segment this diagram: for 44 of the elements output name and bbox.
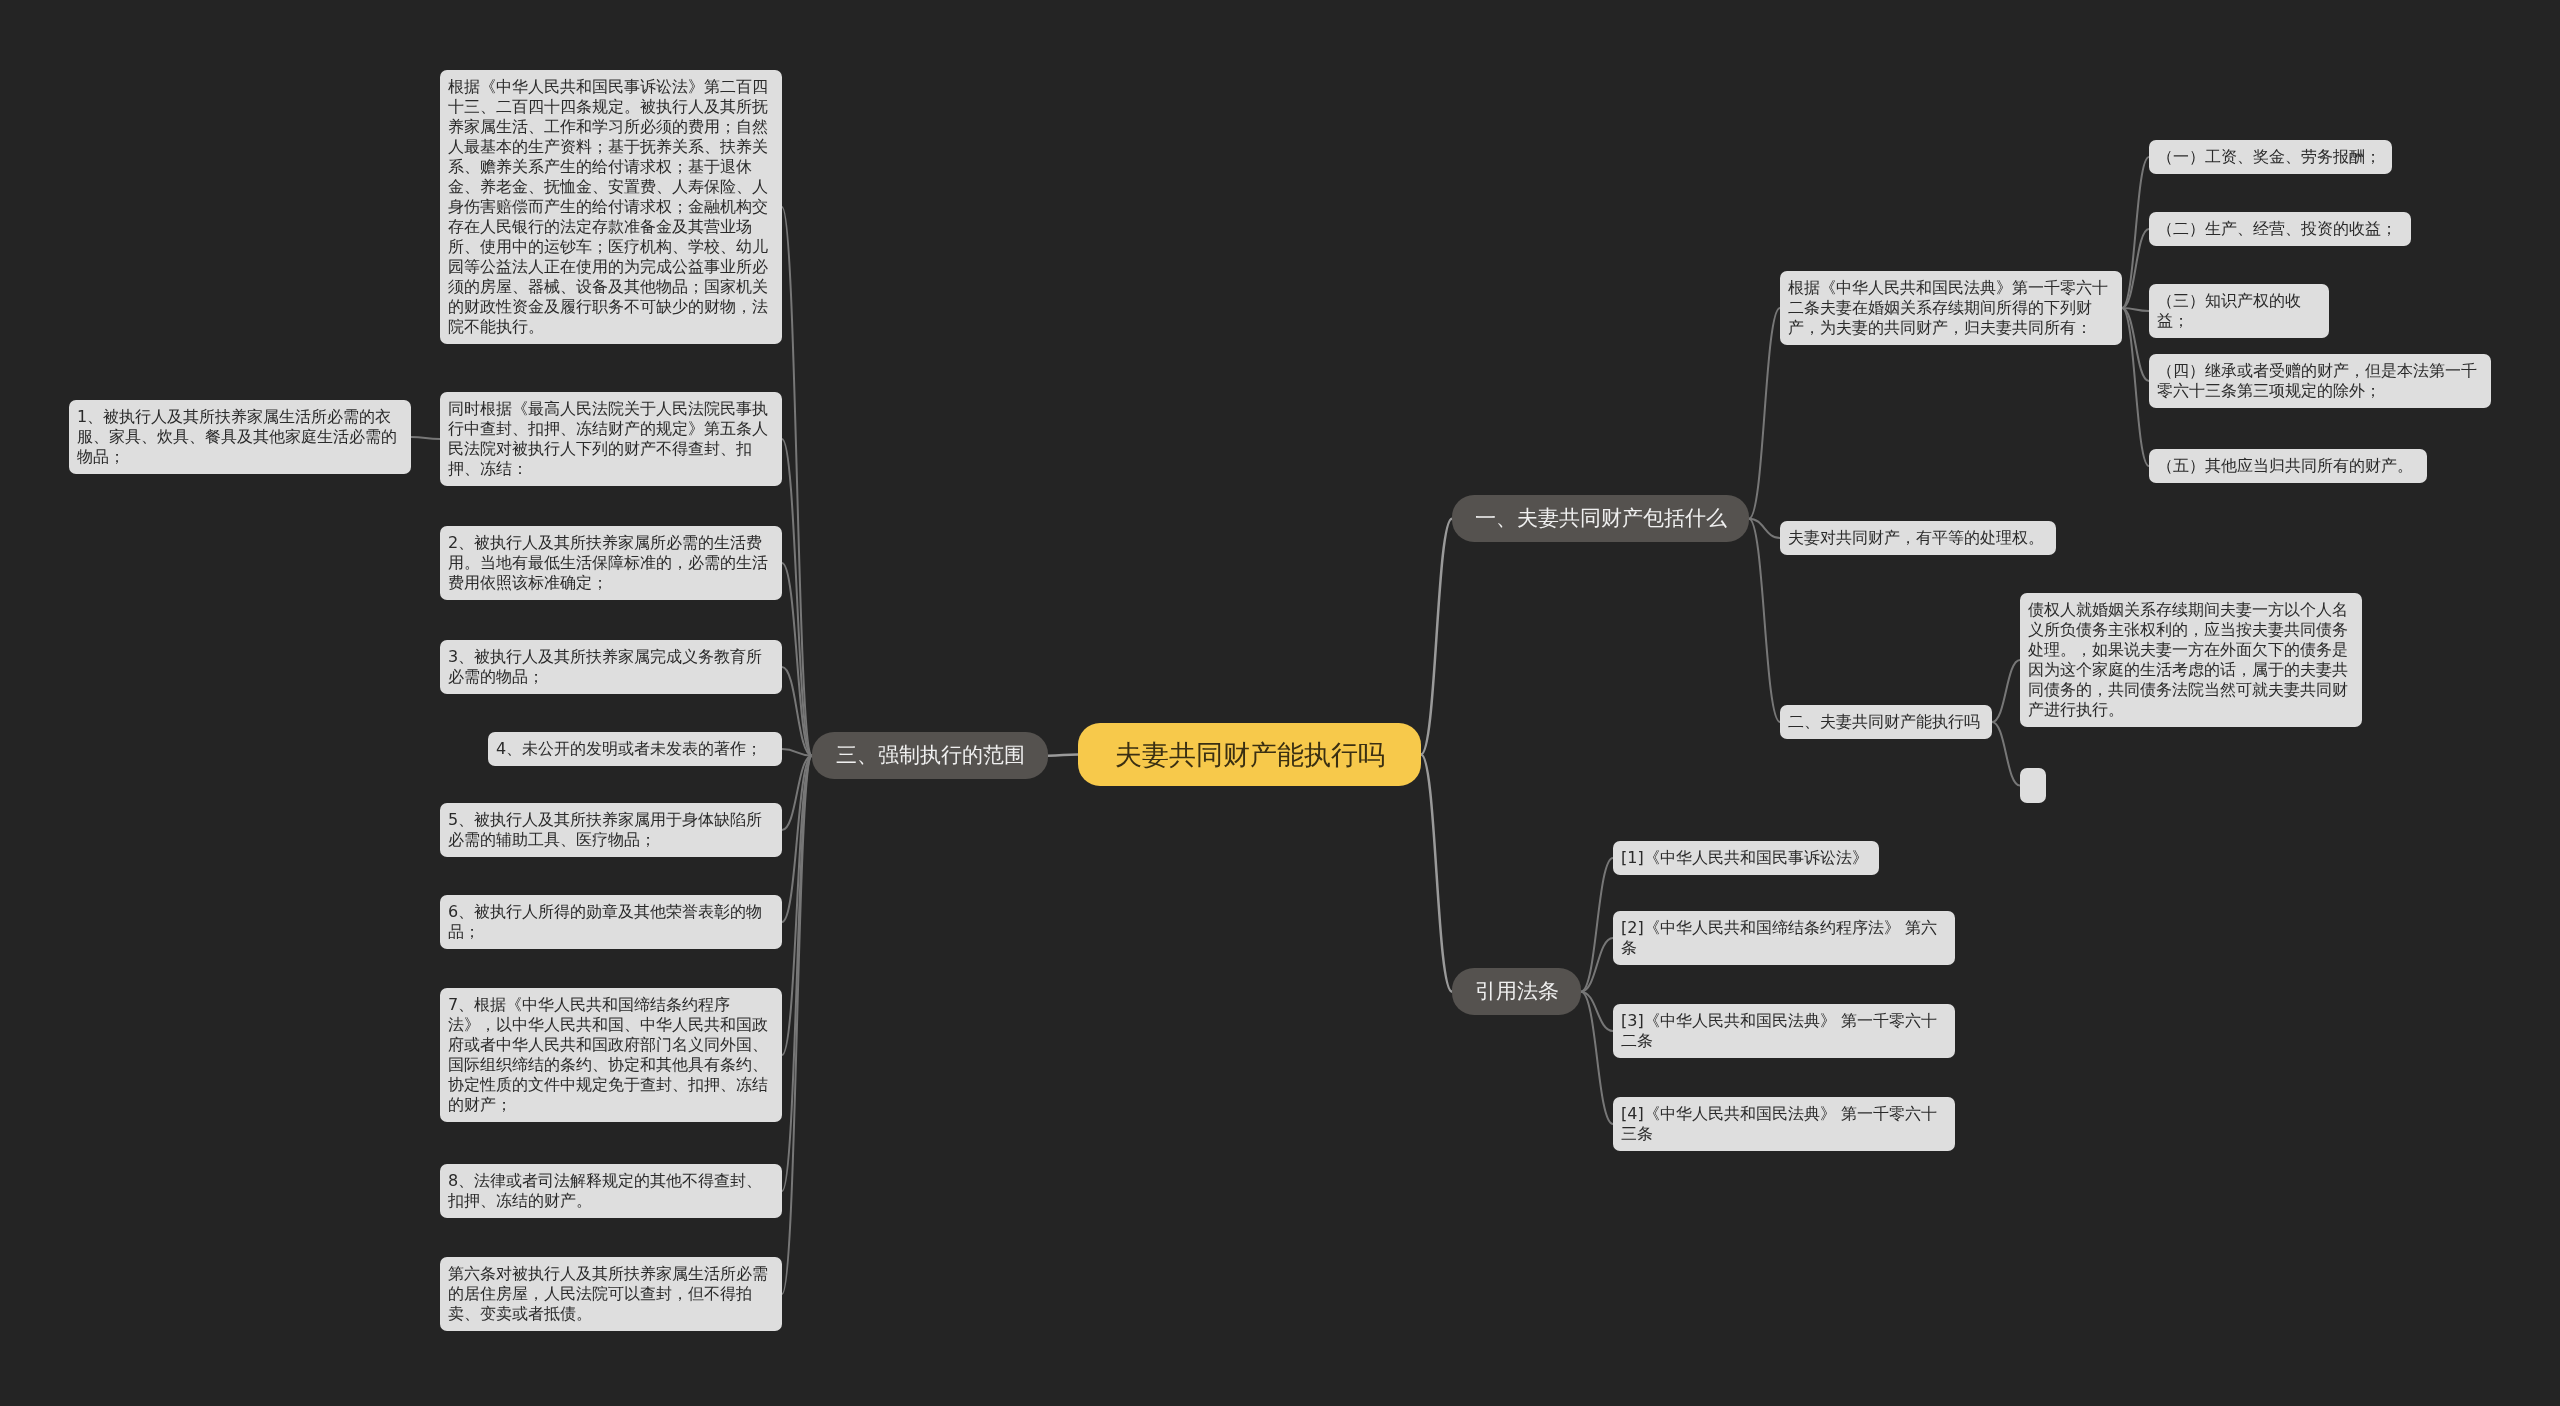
connector-line (1748, 517, 1781, 539)
text-card: 6、被执行人所得的勋章及其他荣誉表彰的物品； (440, 895, 782, 949)
text-card: （一）工资、奖金、劳务报酬； (2149, 140, 2392, 174)
text-card: 根据《中华人民共和国民事诉讼法》第二百四十三、二百四十四条规定。被执行人及其所抚养家属生活、工作和学习所必须的费用；自然人最基本的生产资料；基于抚养关系、扶养关系、赡养关系产生的给付请求权；基于退休金、养老金、抚恤金、安置费、人寿保险、人身伤害赔偿而产生的给付请求权；金融机构交存在人民银行的法定存款准备金及其营业场所、使用中的运钞车；医疗机构、学校、幼儿园等公益法人正在使用的为完成公益事业所必须的房屋、器械、设备及其他物品；国家机关的财政性资金及履行职务不可缺少的财物，法院不能执行。 (440, 70, 782, 344)
connector-line (1420, 753, 1453, 993)
text-card: 同时根据《最高人民法院关于人民法院民事执行中查封、扣押、冻结财产的规定》第五条人民法院对被执行人下列的财产不得查封、扣押、冻结： (440, 392, 782, 486)
central-topic: 夫妻共同财产能执行吗 (1078, 723, 1421, 787)
connector-line (2121, 228, 2150, 309)
text-card: 1、被执行人及其所扶养家属生活所必需的衣服、家具、炊具、餐具及其他家庭生活必需的物品； (69, 400, 411, 474)
connector-line (2121, 307, 2150, 382)
branch-topic: 三、强制执行的范围 (812, 732, 1048, 780)
connector-line (1748, 517, 1781, 723)
connector-line (1048, 753, 1078, 757)
text-card: 3、被执行人及其所扶养家属完成义务教育所必需的物品； (440, 640, 782, 694)
text-card: 债权人就婚姻关系存续期间夫妻一方以个人名义所负债务主张权利的，应当按夫妻共同债务处理。，如果说夫妻一方在外面欠下的债务是因为这个家庭的生活考虑的话，属于的夫妻共同债务的，共同债务法院当然可就夫妻共同财产进行执行。 (2020, 593, 2362, 727)
text-card: （四）继承或者受赠的财产，但是本法第一千零六十三条第三项规定的除外； (2149, 354, 2491, 408)
branch-topic: 一、夫妻共同财产包括什么 (1452, 495, 1749, 543)
text-card: （五）其他应当归共同所有的财产。 (2149, 449, 2427, 483)
text-card: 2、被执行人及其所扶养家属所必需的生活费用。当地有最低生活保障标准的，必需的生活费用依照该标准确定； (440, 526, 782, 600)
text-card: 8、法律或者司法解释规定的其他不得查封、扣押、冻结的财产。 (440, 1164, 782, 1218)
connector-line (2121, 307, 2150, 467)
connector-line (1991, 659, 2021, 723)
connector-line (1991, 721, 2021, 787)
text-card: 二、夫妻共同财产能执行吗 (1780, 705, 1992, 739)
text-card: （二）生产、经营、投资的收益； (2149, 212, 2411, 246)
text-card: 夫妻对共同财产，有平等的处理权。 (1780, 521, 2056, 555)
connector-line (1748, 307, 1781, 520)
empty-box (2020, 768, 2046, 803)
connector-line (410, 436, 441, 440)
connector-line (1420, 517, 1453, 756)
text-card: （三）知识产权的收益； (2149, 284, 2329, 338)
branch-topic: 引用法条 (1452, 968, 1581, 1016)
text-card: 7、根据《中华人民共和国缔结条约程序法》，以中华人民共和国、中华人民共和国政府或者中华人民共和国政府部门名义同外国、国际组织缔结的条约、协定和其他具有条约、协定性质的文件中规定免于查封、扣押、冻结的财产； (440, 988, 782, 1122)
connector-line (1580, 990, 1614, 1125)
text-card: 4、未公开的发明或者未发表的著作； (488, 732, 782, 766)
text-card: [3]《中华人民共和国民法典》 第一千零六十二条 (1613, 1004, 1955, 1058)
text-card: 5、被执行人及其所扶养家属用于身体缺陷所必需的辅助工具、医疗物品； (440, 803, 782, 857)
text-card: 根据《中华人民共和国民法典》第一千零六十二条夫妻在婚姻关系存续期间所得的下列财产，为夫妻的共同财产，归夫妻共同所有： (1780, 271, 2122, 345)
text-card: 第六条对被执行人及其所扶养家属生活所必需的居住房屋，人民法院可以查封，但不得拍卖、变卖或者抵债。 (440, 1257, 782, 1331)
connector-line (781, 754, 813, 831)
text-card: [4]《中华人民共和国民法典》 第一千零六十三条 (1613, 1097, 1955, 1151)
text-card: [1]《中华人民共和国民事诉讼法》 (1613, 841, 1879, 875)
text-card: [2]《中华人民共和国缔结条约程序法》 第六条 (1613, 911, 1955, 965)
connector-line (1580, 857, 1614, 993)
